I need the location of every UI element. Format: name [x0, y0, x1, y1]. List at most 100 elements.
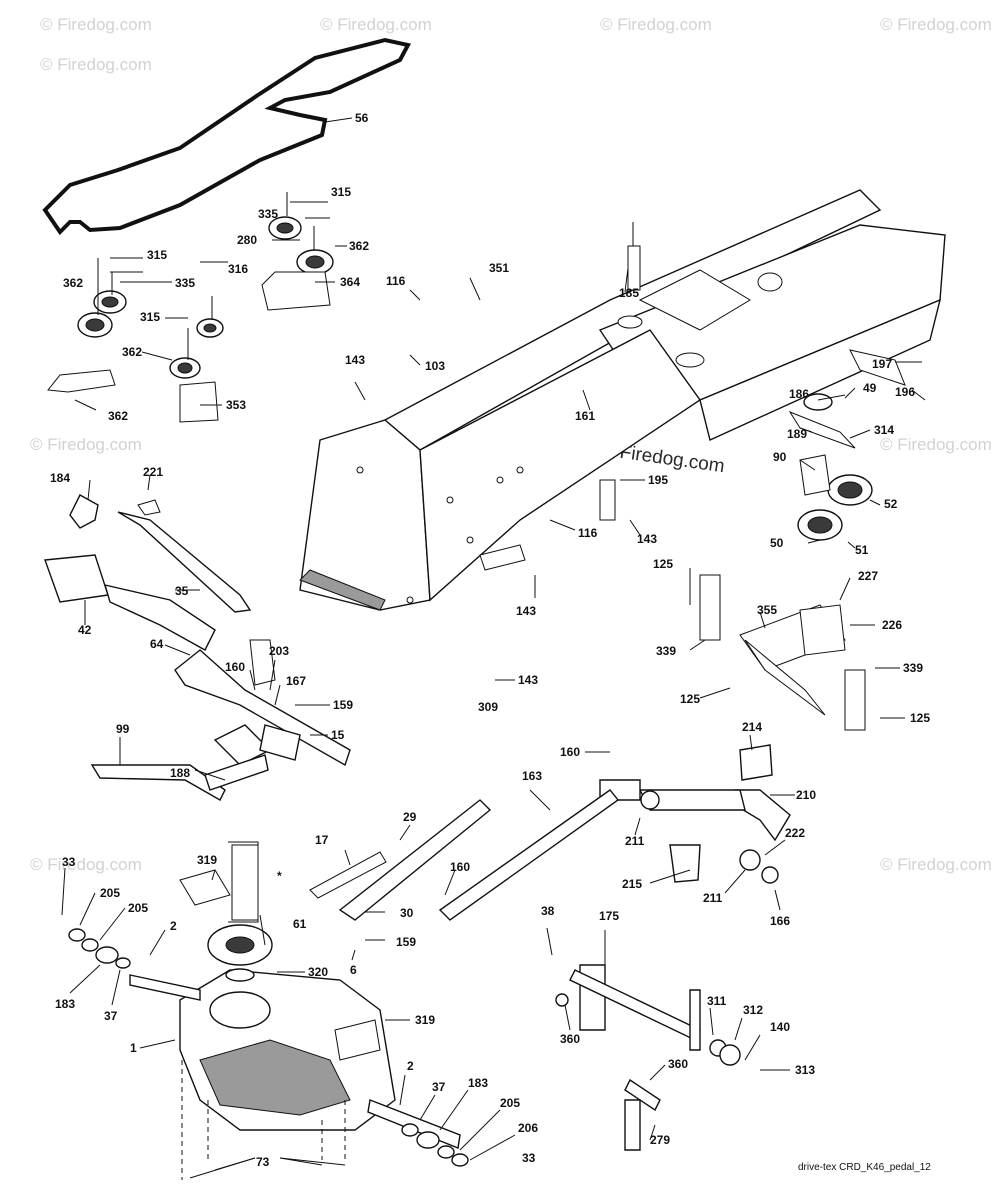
part-label: 125: [910, 711, 930, 725]
leader-lines: [61, 201, 926, 1179]
part-label: 314: [874, 423, 894, 437]
brake-pedal-assembly: [309, 744, 791, 921]
part-label: 38: [541, 904, 555, 918]
part-label: 351: [489, 261, 509, 275]
part-label: 227: [858, 569, 878, 583]
part-label: 222: [785, 826, 805, 840]
part-label: 185: [619, 286, 639, 300]
part-label: 33: [62, 855, 76, 869]
watermark: © Firedog.com: [40, 55, 152, 74]
part-label: 160: [450, 860, 470, 874]
drive-belt: [42, 37, 412, 236]
watermarks: © Firedog.com © Firedog.com © Firedog.co…: [30, 15, 992, 874]
part-label: 37: [432, 1080, 446, 1094]
part-label: 215: [622, 877, 642, 891]
part-label: 184: [50, 471, 70, 485]
part-label: 42: [78, 623, 92, 637]
part-label: 319: [415, 1013, 435, 1027]
part-label: 160: [225, 660, 245, 674]
part-label: 52: [884, 497, 898, 511]
part-label: 196: [895, 385, 915, 399]
part-label: 15: [331, 728, 345, 742]
part-label: 362: [122, 345, 142, 359]
part-label: 353: [226, 398, 246, 412]
part-label: 319: [197, 853, 217, 867]
part-label: 226: [882, 618, 902, 632]
part-label: 195: [648, 473, 668, 487]
part-label: 186: [789, 387, 809, 401]
part-label: 30: [400, 906, 414, 920]
watermark: © Firedog.com: [880, 15, 992, 34]
part-label: 125: [680, 692, 700, 706]
idler-pulley-assembly-left: [47, 258, 224, 423]
part-label: 355: [757, 603, 777, 617]
shift-lever-assembly: [44, 494, 351, 801]
part-label: 362: [108, 409, 128, 423]
part-label: 35: [175, 584, 189, 598]
watermark: © Firedog.com: [30, 855, 142, 874]
part-label: 61: [293, 917, 307, 931]
part-label: 50: [770, 536, 784, 550]
part-label: 90: [773, 450, 787, 464]
part-label: 103: [425, 359, 445, 373]
part-label: 116: [578, 526, 598, 540]
part-label: 362: [349, 239, 369, 253]
part-label: 167: [286, 674, 306, 688]
kit-note-symbol: *: [277, 869, 282, 883]
part-label: 159: [333, 698, 353, 712]
part-label: 73: [256, 1155, 270, 1169]
part-label: 320: [308, 965, 328, 979]
part-label: 37: [104, 1009, 118, 1023]
part-label: 116: [386, 274, 406, 288]
part-label: 160: [560, 745, 580, 759]
part-label: 313: [795, 1063, 815, 1077]
part-label: 335: [258, 207, 278, 221]
part-label: 56: [355, 111, 369, 125]
part-label: 316: [228, 262, 248, 276]
cross-shaft-assembly: [555, 964, 741, 1151]
part-label: 280: [237, 233, 257, 247]
part-label: 6: [350, 963, 357, 977]
part-label: 140: [770, 1020, 790, 1034]
part-label: 315: [140, 310, 160, 324]
part-label: 211: [625, 834, 645, 848]
part-label: 33: [522, 1151, 536, 1165]
part-label: 335: [175, 276, 195, 290]
part-label: 17: [315, 833, 329, 847]
part-label: 29: [403, 810, 417, 824]
part-label: 163: [522, 769, 542, 783]
part-label: 2: [407, 1059, 414, 1073]
part-label: 189: [787, 427, 807, 441]
part-labels: 56 315 335 280 362 364 315 362 335 316 3…: [50, 111, 930, 1169]
part-label: 211: [703, 891, 723, 905]
part-label: 143: [516, 604, 536, 618]
part-label: 205: [500, 1096, 520, 1110]
watermark: © Firedog.com: [40, 15, 152, 34]
part-label: 312: [743, 1003, 763, 1017]
mounting-brackets: [599, 479, 866, 731]
part-label: 214: [742, 720, 762, 734]
part-label: 339: [903, 661, 923, 675]
part-label: 309: [478, 700, 498, 714]
part-label: 143: [345, 353, 365, 367]
part-label: 64: [150, 637, 164, 651]
transaxle-assembly: [68, 844, 469, 1180]
part-label: 188: [170, 766, 190, 780]
part-label: 166: [770, 914, 790, 928]
part-label: 360: [668, 1057, 688, 1071]
part-label: 205: [128, 901, 148, 915]
part-label: 221: [143, 465, 163, 479]
part-label: 143: [518, 673, 538, 687]
part-label: 183: [55, 997, 75, 1011]
diagram-caption: drive-tex CRD_K46_pedal_12: [798, 1162, 931, 1173]
watermark: © Firedog.com: [600, 15, 712, 34]
part-label: 311: [707, 994, 727, 1008]
part-label: 339: [656, 644, 676, 658]
part-label: 125: [653, 557, 673, 571]
part-label: 205: [100, 886, 120, 900]
part-label: 210: [796, 788, 816, 802]
part-label: 315: [331, 185, 351, 199]
part-label: 2: [170, 919, 177, 933]
part-label: 206: [518, 1121, 538, 1135]
idler-pulley-assembly-top: [261, 192, 334, 311]
